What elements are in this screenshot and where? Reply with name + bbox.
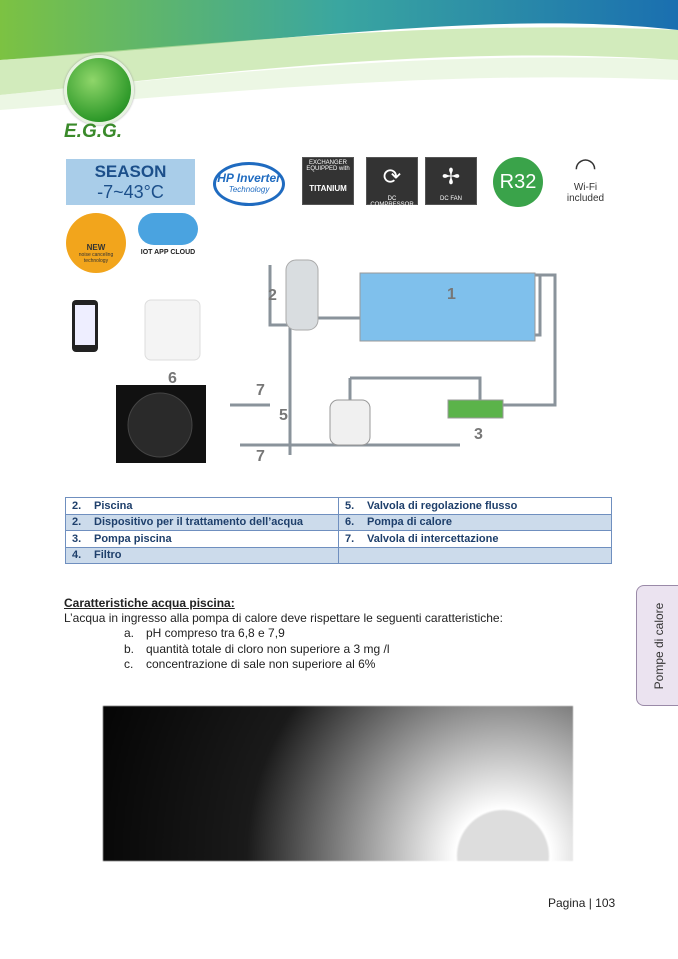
wifi-line1: Wi-Fi: [573, 182, 598, 193]
noise-new: NEW: [86, 243, 106, 252]
label-4: 4: [376, 428, 385, 445]
season-title: SEASON: [94, 162, 167, 181]
titanium-text: TITANIUM: [309, 184, 347, 193]
wifi-icon: ◠: [574, 152, 597, 182]
dc-compressor-badge: ⟳ DC COMPRESSOR: [366, 157, 418, 208]
season-badge: SEASON-7~43°C: [66, 159, 195, 205]
label-7a: 7: [256, 382, 265, 399]
wifi-line2: included: [566, 193, 605, 204]
item-label: Piscina: [94, 499, 133, 512]
item-label: Pompa di calore: [367, 516, 452, 529]
table-cell: 3. Pompa piscina: [65, 530, 339, 548]
list-item: b.quantità totale di cloro non superiore…: [124, 642, 390, 656]
exchanger-text: EXCHANGER EQUIPPED with: [306, 160, 350, 172]
table-row: 3. Pompa piscina 7. Valvola di intercettazi…: [65, 530, 612, 548]
installation-diagram: 1 2 3 4 5 6 7 7: [72, 259, 557, 465]
logo-text: E.G.G.: [64, 121, 123, 142]
label-5: 5: [279, 407, 288, 424]
list-item: c.concentrazione di sale non superiore a…: [124, 657, 376, 671]
label-6: 6: [168, 370, 177, 387]
page-number: Pagina | 103: [548, 896, 616, 910]
season-range: -7~43°C: [97, 182, 164, 202]
header-wave-banner: [0, 0, 678, 110]
cloud-icon: [138, 213, 198, 245]
table-cell: 5. Valvola di regolazione flusso: [338, 497, 612, 515]
compressor-icon: ⟳: [382, 164, 402, 189]
item-number: 3.: [72, 532, 82, 545]
table-row: 2. Dispositivo per il trattamento dell’ac…: [65, 513, 612, 531]
table-cell: [338, 546, 612, 564]
label-3: 3: [474, 426, 483, 443]
section-intro: L’acqua in ingresso alla pompa di calore…: [64, 611, 503, 625]
item-label: Pompa piscina: [94, 532, 172, 545]
noise-sub: noise canceling technology: [78, 252, 114, 264]
table-cell: 2. Dispositivo per il trattamento dell’ac…: [65, 513, 339, 531]
table-row: 2. Piscina 5. Valvola di regolazione flusso: [65, 497, 612, 515]
egg-logo: [64, 55, 134, 125]
label-7b: 7: [256, 448, 265, 465]
hp-title: HP Inverter: [217, 171, 281, 185]
iot-text: IOT APP CLOUD: [140, 249, 196, 256]
r32-badge: R32: [493, 157, 543, 207]
item-number: 2.: [72, 516, 82, 529]
legend-table: 2. Piscina 5. Valvola di regolazione flusso…: [65, 497, 612, 564]
dc-compressor-text: DC COMPRESSOR: [370, 196, 414, 208]
item-label: Dispositivo per il trattamento dell’acqu…: [94, 516, 304, 529]
table-row: 4. Filtro: [65, 546, 612, 564]
hp-sub: Technology: [228, 185, 270, 194]
fan-icon: ✢: [441, 164, 461, 189]
item-label: Filtro: [94, 549, 122, 562]
app-device-photo: [72, 299, 201, 361]
item-label: Valvola di regolazione flusso: [367, 499, 518, 512]
list-item: a.pH compreso tra 6,8 e 7,9: [124, 626, 285, 640]
fan-grille-image: [103, 706, 573, 861]
side-tab-label: Pompe di calore: [651, 602, 666, 689]
dc-fan-text: DC FAN: [439, 196, 462, 202]
item-number: 2.: [72, 499, 82, 512]
table-cell: 4. Filtro: [65, 546, 339, 564]
table-cell: 6. Pompa di calore: [338, 513, 612, 531]
item-number: 5.: [345, 499, 355, 512]
item-label: Valvola di intercettazione: [367, 532, 499, 545]
section-title: Caratteristiche acqua piscina:: [64, 596, 235, 610]
table-cell: 2. Piscina: [65, 497, 339, 515]
label-1: 1: [447, 286, 456, 303]
table-cell: 7. Valvola di intercettazione: [338, 530, 612, 548]
iot-app-badge: IOT APP CLOUD: [133, 213, 203, 256]
item-number: 6.: [345, 516, 355, 529]
side-tab-pompe-di-calore[interactable]: Pompe di calore: [636, 585, 678, 706]
item-number: 4.: [72, 549, 82, 562]
item-number: 7.: [345, 532, 355, 545]
label-2: 2: [268, 287, 277, 304]
dc-fan-badge: ✢ DC FAN: [425, 157, 477, 205]
